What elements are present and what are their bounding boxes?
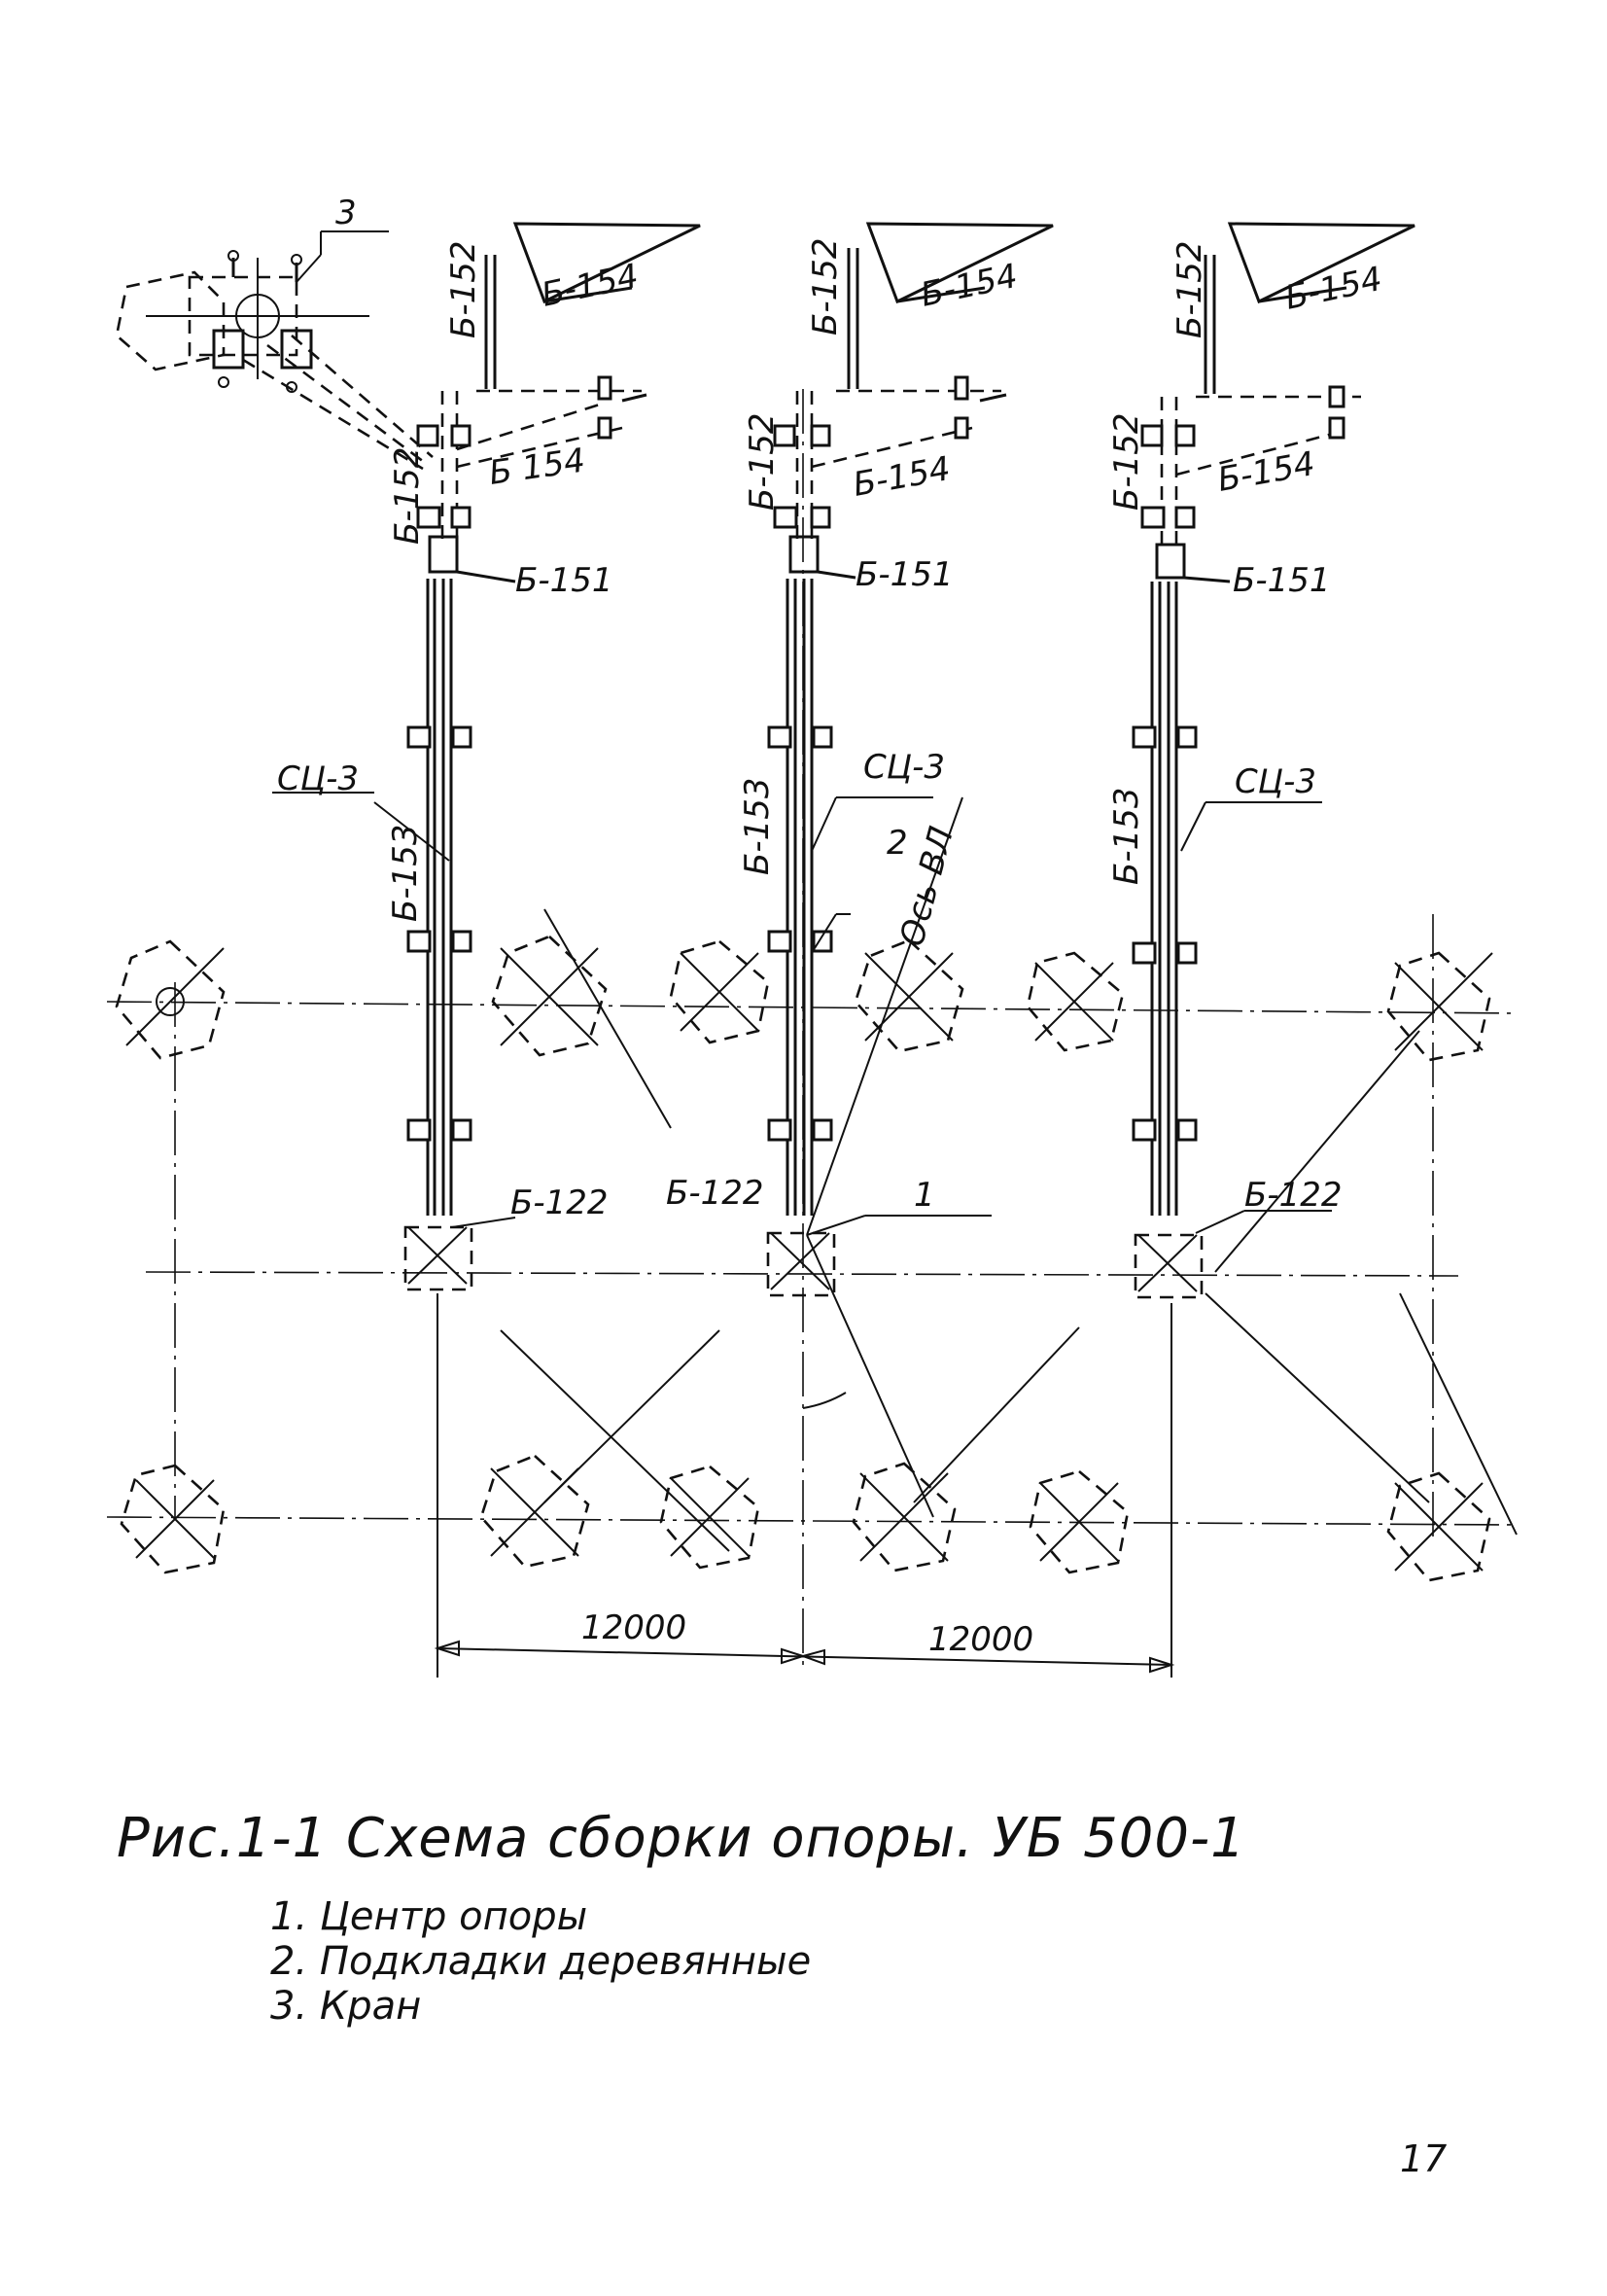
label-b152: Б-152 <box>1170 241 1209 339</box>
anchor-blocks <box>115 935 1493 1582</box>
label-callout-1: 1 <box>914 1176 935 1215</box>
label-b154: Б-154 <box>918 257 1022 315</box>
anchor-block <box>854 938 964 1053</box>
label-b122: Б-122 <box>510 1183 609 1222</box>
rigging-lines <box>500 796 1518 1552</box>
label-b154-alt: Б 154 <box>487 442 588 493</box>
label-b152-lower: Б-152 <box>743 413 782 512</box>
anchor-block <box>852 1462 957 1572</box>
angle-arc <box>802 1392 847 1409</box>
label-b152: Б-152 <box>806 238 845 336</box>
anchor-block <box>1029 1469 1130 1574</box>
label-b153: Б-153 <box>386 825 425 923</box>
anchor-block <box>1386 951 1493 1062</box>
dimension-span-left: 12000 <box>581 1608 686 1647</box>
anchor-block <box>1026 951 1125 1052</box>
label-b154: Б-154 <box>1282 260 1386 318</box>
label-b152-lower: Б-152 <box>1107 413 1146 512</box>
label-b151: Б-151 <box>1233 561 1331 600</box>
label-b154: Б-154 <box>539 257 643 315</box>
label-b153: Б-153 <box>738 778 777 876</box>
dimension-lines <box>434 1293 1175 1678</box>
anchor-block <box>115 939 226 1060</box>
label-b152-lower: Б-152 <box>388 447 427 546</box>
mast-left <box>272 222 701 1291</box>
anchor-block <box>669 939 770 1044</box>
label-callout-3: 3 <box>335 194 357 232</box>
mast-center <box>766 222 1054 1297</box>
label-b154-lower: Б-154 <box>851 449 954 505</box>
label-callout-2: 2 <box>887 824 908 863</box>
label-b122: Б-122 <box>666 1174 764 1213</box>
label-b152: Б-152 <box>444 241 483 339</box>
part-labels: Б-152 Б-154 Б 154 Б-152 Б-151 СЦ-3 Б-153… <box>277 194 1385 1659</box>
label-b154-lower: Б-154 <box>1215 444 1318 500</box>
dimension-span-right: 12000 <box>928 1620 1033 1659</box>
label-b151: Б-151 <box>515 561 613 600</box>
figure-caption: Рис.1-1 Схема сборки опоры. УБ 500-1 <box>117 1807 1246 1870</box>
label-b122: Б-122 <box>1244 1176 1343 1215</box>
anchor-block <box>479 1454 590 1569</box>
anchor-block <box>491 935 608 1057</box>
label-sc3: СЦ-3 <box>863 748 945 787</box>
label-sc3: СЦ-3 <box>277 759 359 798</box>
anchor-block <box>120 1464 226 1574</box>
figure-legend: 1. Центр опоры 2. Подкладки деревянные 3… <box>270 1894 811 2029</box>
label-sc3: СЦ-3 <box>1235 762 1316 801</box>
crane <box>115 230 434 471</box>
mast-right <box>1132 222 1415 1299</box>
label-b153: Б-153 <box>1107 788 1146 886</box>
legend-item: 3. Кран <box>270 1984 422 2029</box>
anchor-block <box>1386 1471 1491 1582</box>
page-number: 17 <box>1400 2137 1448 2180</box>
anchor-block <box>659 1465 760 1570</box>
legend-item: 1. Центр опоры <box>270 1894 588 1939</box>
label-b151: Б-151 <box>856 555 954 594</box>
legend-item: 2. Подкладки деревянные <box>270 1939 812 1984</box>
